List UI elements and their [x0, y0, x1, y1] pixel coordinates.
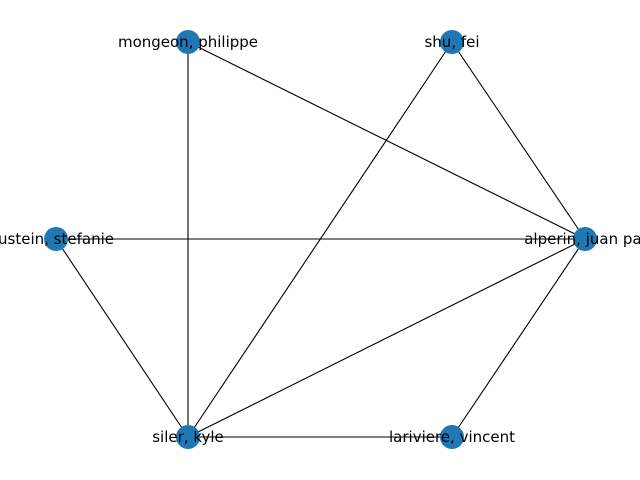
- edge-layer: [55, 41, 586, 438]
- node-label-mongeon: mongeon, philippe: [118, 33, 258, 51]
- node-layer: [44, 30, 597, 449]
- node-haustein: [44, 227, 68, 251]
- node-alperin: [573, 227, 597, 251]
- node-mongeon: [176, 30, 200, 54]
- node-label-lariviere: lariviere, vincent: [389, 428, 515, 446]
- node-label-alperin: alperin, juan pal: [524, 230, 640, 248]
- node-shu: [440, 30, 464, 54]
- edge-shu-alperin: [451, 41, 586, 240]
- node-label-haustein: ustein, stefanie: [0, 230, 114, 248]
- node-label-siler: siler, kyle: [152, 428, 224, 446]
- edge-alperin-lariviere: [451, 238, 586, 438]
- node-lariviere: [440, 425, 464, 449]
- label-layer: mongeon, philippe shu, fei ustein, stefani…: [0, 33, 640, 446]
- node-label-shu: shu, fei: [424, 33, 479, 51]
- edge-alperin-siler: [187, 238, 586, 438]
- node-siler: [176, 425, 200, 449]
- edge-haustein-siler: [55, 238, 189, 438]
